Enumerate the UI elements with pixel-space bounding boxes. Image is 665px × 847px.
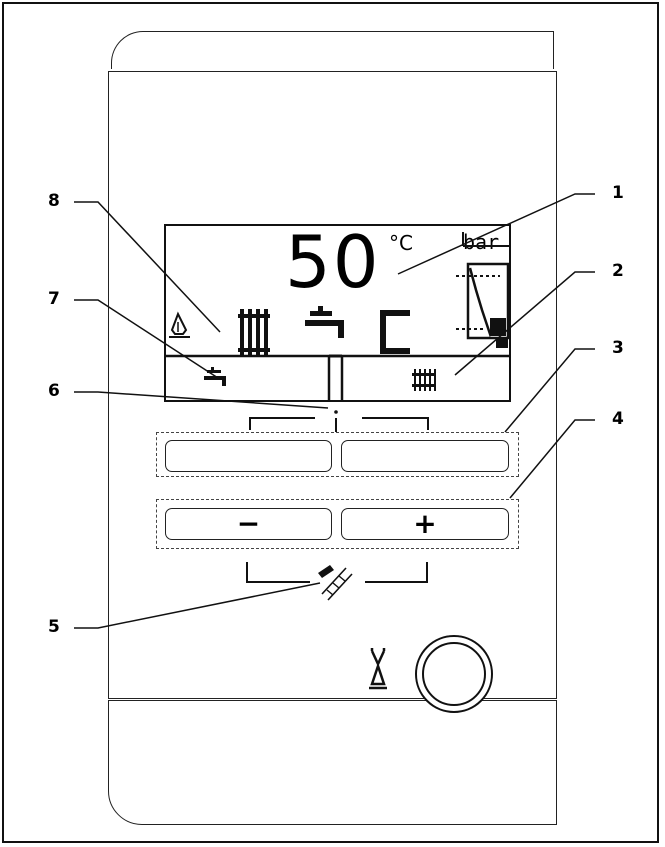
callout-1: 1 [612,183,624,203]
softkey-group [156,432,519,477]
display-screen [164,224,511,402]
softkey-tap-icon [204,367,226,386]
callout-6: 6 [48,381,60,401]
service-bracket [246,562,428,583]
temperature-readout: 50 [285,220,381,304]
callout-4: 4 [612,409,624,429]
left-softkey-button[interactable] [165,440,332,472]
flame-icon [169,311,190,338]
minus-button[interactable]: − [165,508,332,540]
power-flame-icon [369,648,387,690]
tap-icon [305,306,344,338]
bottom-cover [108,700,557,825]
power-button[interactable] [422,642,486,706]
plus-button[interactable]: + [341,508,509,540]
pressure-gauge-icon [456,232,511,348]
callout-2: 2 [612,261,624,281]
softkey-radiator-icon [412,369,436,391]
temperature-unit: °C [389,231,413,255]
right-softkey-button[interactable] [341,440,509,472]
callout-7: 7 [48,289,60,309]
softkey-bracket [249,410,429,432]
radiator-icon [238,309,270,355]
leader-lines [74,193,595,629]
minus-label: − [236,507,261,540]
service-tool-icon [318,565,353,601]
segment-c-glyph [380,310,410,354]
callout-3: 3 [612,338,624,358]
callout-8: 8 [48,191,60,211]
plus-label: + [413,507,437,540]
callout-5: 5 [48,617,60,637]
plus-minus-group [156,499,519,549]
